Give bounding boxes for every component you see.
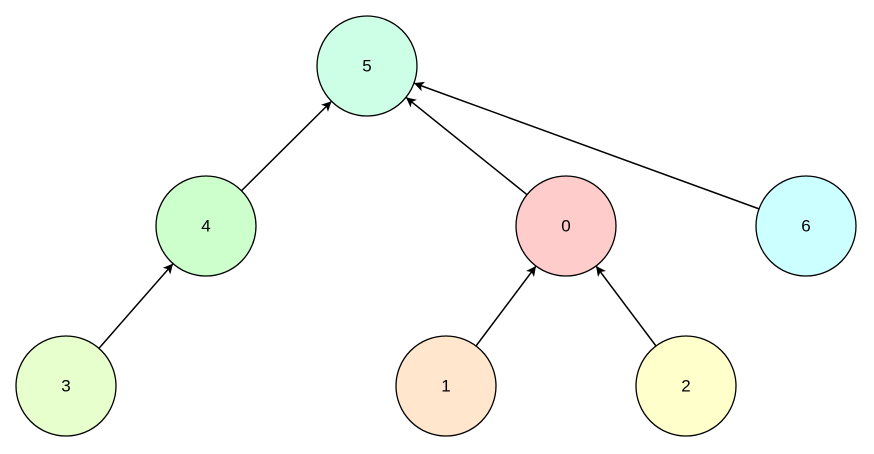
node-label-3: 3 [61,377,70,396]
edge-2-to-0 [595,265,657,347]
node-circle-3 [15,335,117,437]
edge-1-to-0 [475,265,537,347]
edge-3-to-4 [98,263,174,349]
node-label-2: 2 [681,377,690,396]
node-circle-5 [316,15,418,117]
node-5: 5 [316,15,418,117]
node-circle-2 [635,335,737,437]
node-0: 0 [515,175,617,277]
edge-6-to-5 [413,81,760,210]
node-circle-0 [515,175,617,277]
edges-layer [98,81,760,349]
node-circle-4 [155,175,257,277]
node-label-0: 0 [561,217,570,236]
node-3: 3 [15,335,117,437]
node-circle-1 [395,335,497,437]
node-circle-6 [755,175,857,277]
node-label-4: 4 [201,217,210,236]
node-4: 4 [155,175,257,277]
edge-4-to-5 [240,100,333,192]
node-6: 6 [755,175,857,277]
node-1: 1 [395,335,497,437]
node-label-1: 1 [441,377,450,396]
edge-0-to-5 [405,96,528,196]
node-2: 2 [635,335,737,437]
nodes-layer: 5 4 0 6 3 1 2 [15,15,857,437]
node-label-6: 6 [801,217,810,236]
node-label-5: 5 [362,57,371,76]
